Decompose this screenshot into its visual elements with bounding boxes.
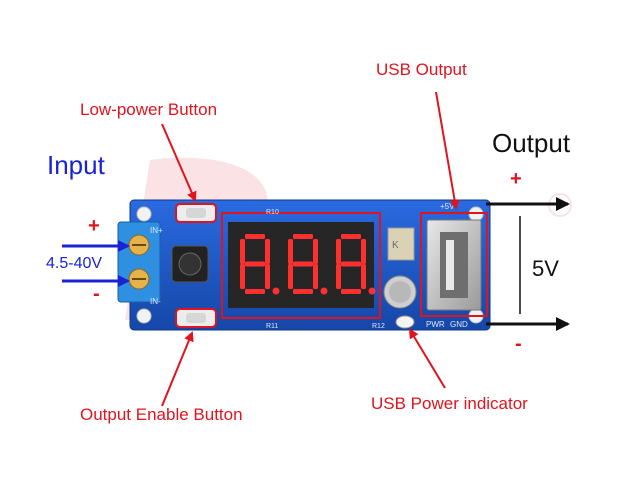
display-segment — [240, 239, 245, 264]
display-segment — [293, 289, 313, 294]
display-segment — [341, 289, 361, 294]
silk-in-minus: IN- — [150, 297, 161, 306]
display-segment — [288, 239, 293, 264]
display-decimal-point — [320, 287, 328, 295]
display-segment — [245, 289, 265, 294]
display-segment — [361, 264, 366, 289]
display-segment — [336, 239, 341, 264]
chip — [387, 227, 415, 261]
input-plus-sign: + — [88, 215, 100, 237]
inductor-icon — [171, 245, 209, 283]
usb-output-label: USB Output — [376, 60, 467, 79]
output-enable-button[interactable] — [175, 308, 217, 328]
output-enable-arrow — [161, 331, 194, 407]
mounting-hole — [136, 308, 152, 324]
usb-port-icon — [420, 212, 488, 317]
silk-r10: R10 — [266, 209, 279, 216]
input-voltage-label: 4.5-40V — [46, 255, 103, 272]
display-segment — [293, 234, 313, 239]
usb-power-indicator-led — [395, 315, 415, 329]
capacitor-icon — [383, 275, 417, 309]
display-segment — [288, 264, 293, 289]
output-enable-button-label: Output Enable Button — [80, 405, 243, 424]
display-segment — [240, 264, 245, 289]
mounting-hole — [136, 206, 152, 222]
usb-power-indicator-label: USB Power indicator — [371, 394, 528, 413]
display-segment — [293, 261, 313, 267]
output-plus-sign: + — [510, 168, 522, 190]
silk-5v: +5V — [440, 202, 455, 211]
display-segment — [341, 234, 361, 239]
display-segment — [265, 239, 270, 264]
display-segment — [265, 264, 270, 289]
display-segment — [245, 261, 265, 267]
display-decimal-point — [272, 287, 280, 295]
low-power-button[interactable] — [175, 203, 217, 223]
display-segment — [336, 264, 341, 289]
low-power-button-label: Low-power Button — [80, 100, 218, 119]
silk-pwr: PWR — [426, 320, 445, 329]
silk-r11: R11 — [266, 323, 278, 330]
usb-output-arrow — [435, 91, 460, 210]
output-minus-sign: - — [515, 333, 522, 355]
output-label: Output — [492, 128, 571, 158]
usb-indicator-arrow — [408, 328, 446, 389]
output-voltage-label: 5V — [532, 256, 559, 281]
low-power-arrow — [161, 123, 197, 202]
display-segment — [341, 261, 361, 267]
input-minus-sign: - — [93, 283, 100, 305]
silk-in-plus: IN+ — [150, 226, 163, 235]
display-digits — [240, 234, 376, 295]
input-label: Input — [47, 150, 105, 180]
display-segment — [313, 239, 318, 264]
display-segment — [361, 239, 366, 264]
silk-r12: R12 — [372, 323, 385, 330]
seven-segment-display-icon — [221, 212, 381, 319]
display-decimal-point — [368, 287, 376, 295]
display-segment — [245, 234, 265, 239]
silk-k: K — [392, 240, 399, 251]
display-segment — [313, 264, 318, 289]
silk-gnd: GND — [450, 320, 468, 329]
